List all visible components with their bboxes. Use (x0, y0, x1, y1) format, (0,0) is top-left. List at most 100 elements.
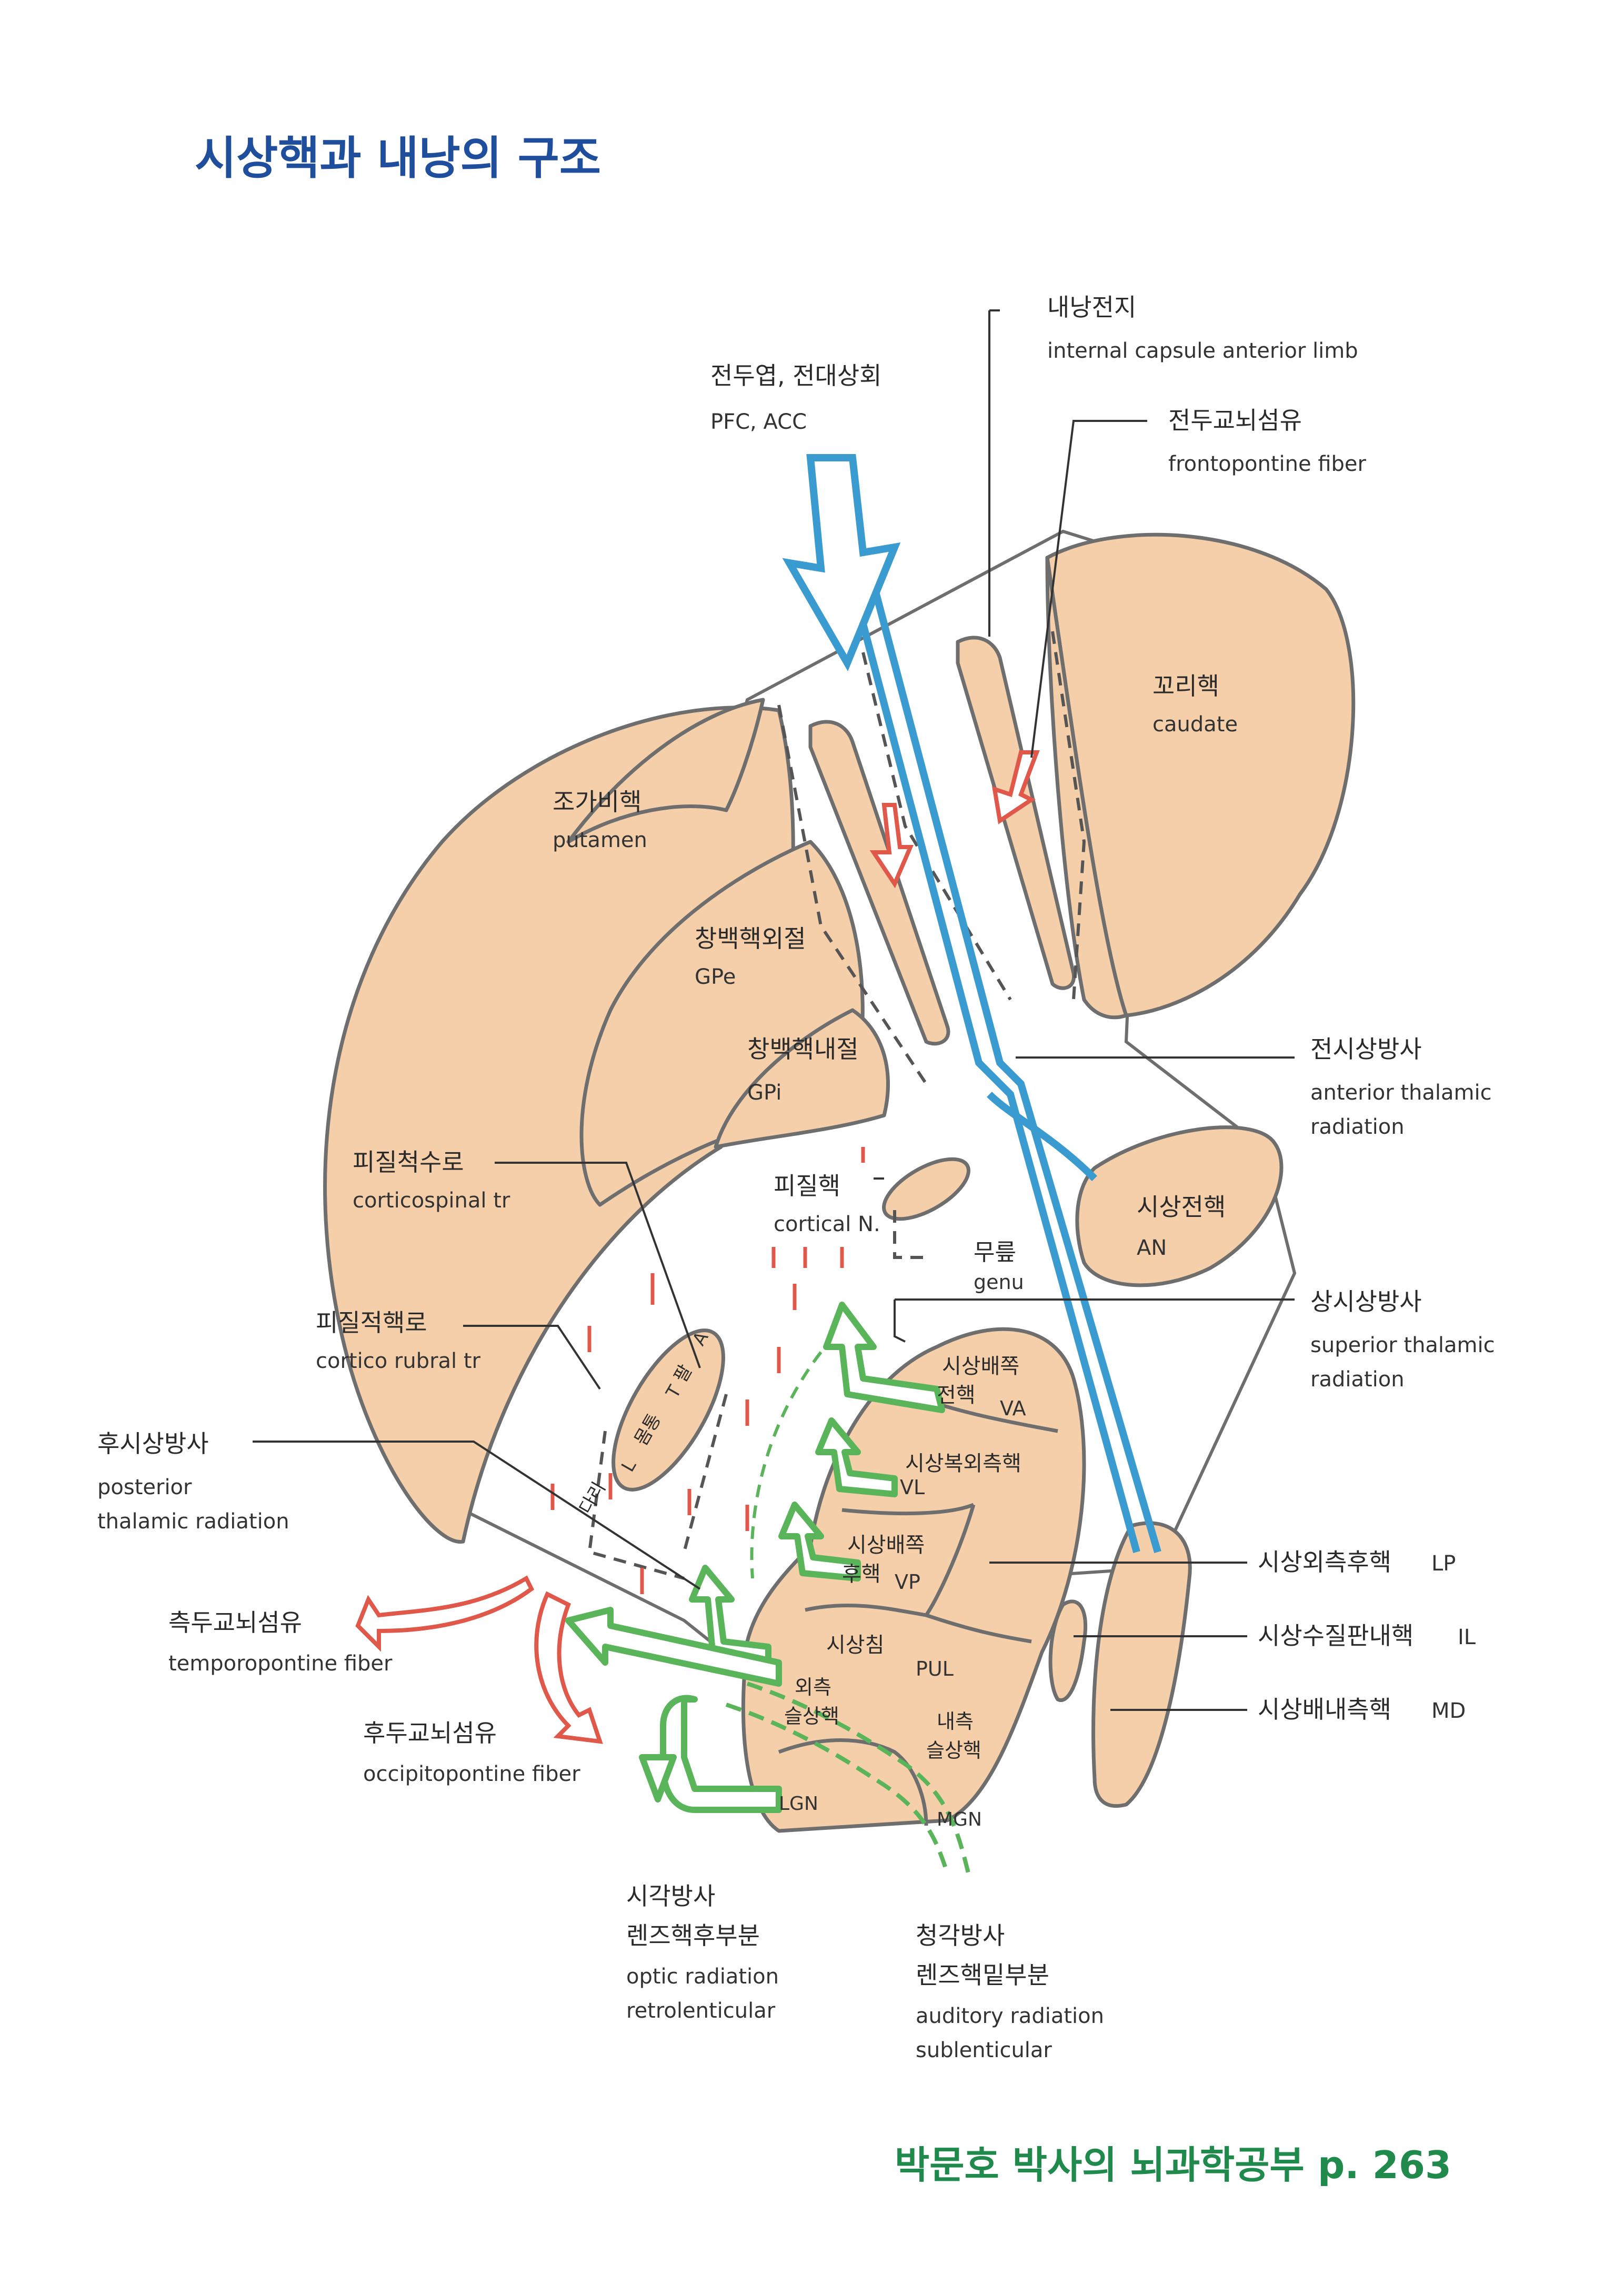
ic-anterior-label-ko: 내낭전지 (1047, 293, 1136, 321)
cortical-nucleus-dash (893, 1210, 931, 1259)
temporopontine-label-ko: 측두교뇌섬유 (168, 1608, 302, 1637)
auditory-label-en2: sublenticular (916, 2038, 1052, 2062)
source-credit: 박문호 박사의 뇌과학공부 p. 263 (895, 2143, 1451, 2187)
auditory-radiation-line-2 (746, 1681, 970, 1874)
globus-pallidus-internal (714, 1008, 890, 1149)
lgn-label-ko2: 슬상핵 (784, 1705, 839, 1728)
vp-radiation-arrow-icon (778, 1502, 861, 1582)
vl-label-en: VL (900, 1476, 925, 1499)
caudate-side (1045, 556, 1128, 1020)
anterior-thalamic-label-en2: radiation (1310, 1115, 1405, 1139)
optic-radiation-arrow-icon (660, 1695, 782, 1813)
gpi-label-en: GPi (747, 1081, 781, 1105)
auditory-radiation-line (725, 1703, 949, 1874)
frontopontine-arrow-icon (991, 750, 1040, 824)
anterior-nucleus (1075, 1125, 1284, 1287)
pul-divider (805, 1603, 1032, 1644)
dash-posterior-2 (683, 1394, 728, 1553)
auditory-label-ko1: 청각방사 (916, 1921, 1005, 1950)
superior-thalamic-label-ko: 상시상방사 (1310, 1287, 1422, 1316)
il-label-en: IL (1458, 1625, 1476, 1649)
anterior-thalamic-label-ko: 전시상방사 (1310, 1035, 1422, 1063)
corticospinal-arrows (550, 1147, 865, 1594)
optic-label-en1: optic radiation (626, 1965, 779, 1989)
dash-anterior-2 (861, 652, 1012, 1001)
frontopontine-label-en: frontopontine fiber (1168, 452, 1367, 476)
gpe-label-ko: 창백핵외절 (695, 924, 806, 953)
optic-label-ko1: 시각방사 (626, 1882, 715, 1910)
corticorubral-label-en: cortico rubral tr (316, 1349, 481, 1373)
posterior-thalamic-label-en2: thalamic radiation (97, 1509, 289, 1534)
superior-thalamic-label-en1: superior thalamic (1310, 1333, 1495, 1357)
dash-anterior-3 (1051, 631, 1086, 1000)
blue-tract-left (849, 583, 1140, 1553)
posterior-thalamic-label-en1: posterior (97, 1475, 192, 1499)
optic-label-ko2: 렌즈핵후부분 (626, 1921, 760, 1950)
occipitopontine-label-ko: 후두교뇌섬유 (363, 1719, 497, 1747)
mgn-label-en: MGN (937, 1809, 982, 1830)
an-label-en: AN (1137, 1236, 1167, 1260)
vl-radiation-arrow-icon (815, 1417, 898, 1497)
il-label-ko: 시상수질판내핵 (1258, 1622, 1414, 1650)
posterior-radiation-arrow-icon (689, 1565, 771, 1666)
frontopontine-label-ko: 전두교뇌섬유 (1168, 406, 1302, 435)
putamen-label-ko: 조가비핵 (553, 788, 641, 816)
vp-pul-divider (925, 1504, 976, 1616)
corticorubral-label-ko: 피질적핵로 (316, 1308, 427, 1337)
dash-anterior-1 (777, 704, 928, 1085)
putamen-label-en: putamen (553, 828, 647, 852)
md-label-ko: 시상배내측핵 (1258, 1695, 1391, 1724)
genu-label-ko: 무릎 (974, 1239, 1016, 1266)
auditory-label-en1: auditory radiation (916, 2004, 1104, 2028)
gpe-label-en: GPe (695, 965, 736, 989)
pul-label-en: PUL (916, 1657, 954, 1680)
optic-label-en2: retrolenticular (626, 1999, 776, 2023)
vl-vp-divider (841, 1503, 975, 1516)
ic-anterior-label-en: internal capsule anterior limb (1047, 339, 1358, 363)
vp-label-ko1: 시상배쪽 (847, 1533, 925, 1557)
pfc-label-en: PFC, ACC (710, 410, 807, 434)
superior-thalamic-label-en2: radiation (1310, 1367, 1405, 1392)
genu-label-en: genu (974, 1271, 1024, 1294)
anterior-strip-arrow-icon (869, 803, 914, 889)
va-label-ko1: 시상배쪽 (942, 1354, 1019, 1378)
blue-tract-branch (987, 1092, 1097, 1181)
intralaminar-nucleus (1048, 1599, 1088, 1702)
vp-label-ko2: 후핵 (842, 1562, 881, 1586)
gpi-label-ko: 창백핵내절 (747, 1035, 859, 1063)
blue-tract-right (870, 583, 1161, 1553)
cortical-n-label-en: cortical N. (774, 1212, 880, 1236)
putamen-outer-rim (566, 698, 765, 844)
anterior-limb-strip-1 (808, 720, 950, 1046)
vp-label-en: VP (895, 1570, 920, 1594)
leader-lines (253, 309, 1295, 1711)
anterior-limb-strip-2 (956, 636, 1076, 990)
posterior-limb-oval (611, 1328, 725, 1492)
lgn-divider (778, 1738, 928, 1826)
corticospinal-label-en: corticospinal tr (353, 1189, 510, 1213)
temporopontine-label-en: temporopontine fiber (168, 1651, 393, 1676)
corticospinal-label-ko: 피질척수로 (353, 1148, 464, 1176)
pfc-arrow-icon (782, 454, 901, 671)
pul-label-ko: 시상침 (826, 1633, 884, 1657)
va-label-en: VA (1000, 1397, 1026, 1420)
pfc-label-ko: 전두엽, 전대상회 (710, 361, 881, 390)
optic-radiation-head-icon (639, 1754, 677, 1802)
dash-superior (750, 1351, 823, 1579)
mgn-label-ko1: 내측 (937, 1710, 974, 1733)
optic-side-arrow-icon (565, 1607, 782, 1687)
lp-label-ko: 시상외측후핵 (1258, 1548, 1391, 1576)
mgn-label-ko2: 슬상핵 (926, 1739, 981, 1762)
lateral-posterior-nucleus (1091, 1521, 1192, 1808)
auditory-label-ko2: 렌즈핵밑부분 (916, 1961, 1049, 1989)
cortical-n-label-ko: 피질핵 (774, 1172, 840, 1200)
md-label-en: MD (1431, 1699, 1466, 1723)
posterior-thalamic-label-ko: 후시상방사 (97, 1429, 209, 1458)
caudate-label-ko: 꼬리핵 (1152, 672, 1219, 700)
va-label-ko2: 전핵 (937, 1383, 976, 1407)
superior-radiation-arrows (565, 1302, 945, 1813)
temporopontine-arrow-icon (355, 1575, 535, 1652)
va-radiation-arrow-icon (823, 1302, 945, 1413)
lp-label-en: LP (1431, 1552, 1456, 1576)
